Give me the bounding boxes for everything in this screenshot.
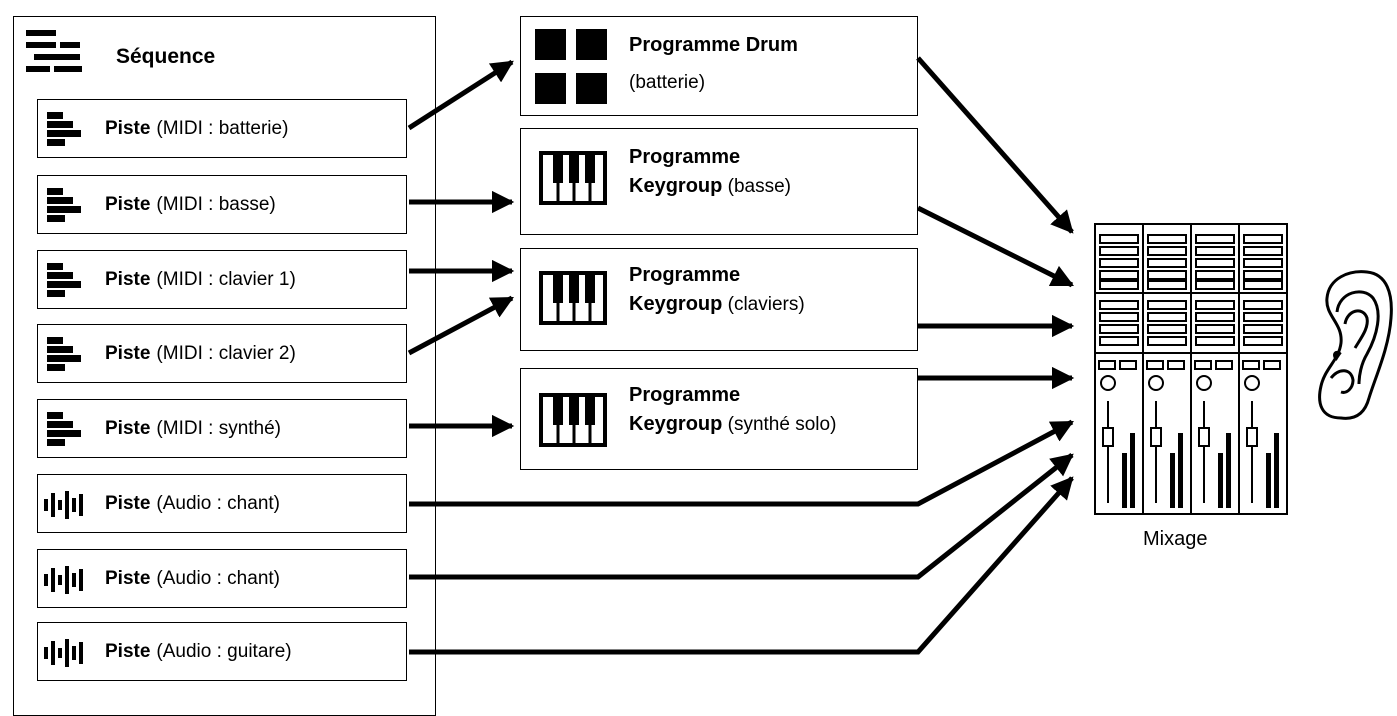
arrow-drum-to-mixer (916, 56, 1074, 234)
sequence-lines-icon (26, 30, 82, 72)
track-label: Piste(MIDI : clavier 2) (105, 342, 296, 364)
audio-waveform-icon (44, 566, 83, 594)
track-midi-bass[interactable]: Piste(MIDI : basse) (37, 175, 407, 234)
program-drum[interactable]: Programme Drum (batterie) (520, 16, 918, 116)
keyboard-icon (539, 271, 607, 325)
audio-waveform-icon (44, 639, 83, 667)
arrow-vocals2-to-mixer (409, 453, 1074, 580)
program-keygroup-keys[interactable]: Programme Keygroup (claviers) (520, 248, 918, 351)
arrow-bass-to-mixer (916, 205, 1075, 288)
keyboard-icon (539, 393, 607, 447)
sequence-title: Séquence (116, 45, 216, 68)
program-label: Programme Keygroup (claviers) (629, 264, 805, 315)
arrow-guitar-to-mixer (409, 476, 1074, 655)
midi-track-icon (47, 412, 81, 446)
midi-track-icon (47, 263, 81, 297)
track-audio-vocals-1[interactable]: Piste(Audio : chant) (37, 474, 407, 533)
track-midi-drums[interactable]: Piste(MIDI : batterie) (37, 99, 407, 158)
program-label: Programme Drum (batterie) (629, 34, 798, 93)
track-midi-keys-1[interactable]: Piste(MIDI : clavier 1) (37, 250, 407, 309)
track-label: Piste(MIDI : clavier 1) (105, 268, 296, 290)
track-label: Piste(Audio : chant) (105, 492, 280, 514)
program-label: Programme Keygroup (basse) (629, 146, 791, 197)
ear-icon (1318, 270, 1393, 420)
mixer-console-icon (1094, 223, 1288, 515)
midi-track-icon (47, 112, 81, 146)
arrow-track-keys2-to-keys-program (407, 295, 514, 356)
track-label: Piste(MIDI : synthé) (105, 417, 281, 439)
program-keygroup-bass[interactable]: Programme Keygroup (basse) (520, 128, 918, 235)
midi-track-icon (47, 337, 81, 371)
keyboard-icon (539, 151, 607, 205)
arrow-track-drums-to-drum-program (407, 59, 514, 131)
track-label: Piste(Audio : chant) (105, 567, 280, 589)
program-keygroup-synth[interactable]: Programme Keygroup (synthé solo) (520, 368, 918, 470)
track-label: Piste(MIDI : batterie) (105, 117, 289, 139)
audio-waveform-icon (44, 491, 83, 519)
track-midi-keys-2[interactable]: Piste(MIDI : clavier 2) (37, 324, 407, 383)
arrow-vocals1-to-mixer (409, 419, 1074, 507)
track-audio-vocals-2[interactable]: Piste(Audio : chant) (37, 549, 407, 608)
track-label: Piste(Audio : guitare) (105, 640, 292, 662)
track-midi-synth[interactable]: Piste(MIDI : synthé) (37, 399, 407, 458)
program-label: Programme Keygroup (synthé solo) (629, 384, 837, 435)
midi-track-icon (47, 188, 81, 222)
track-label: Piste(MIDI : basse) (105, 193, 276, 215)
drum-pads-icon (535, 29, 607, 104)
track-audio-guitar[interactable]: Piste(Audio : guitare) (37, 622, 407, 681)
mixer-label: Mixage (1143, 528, 1208, 550)
